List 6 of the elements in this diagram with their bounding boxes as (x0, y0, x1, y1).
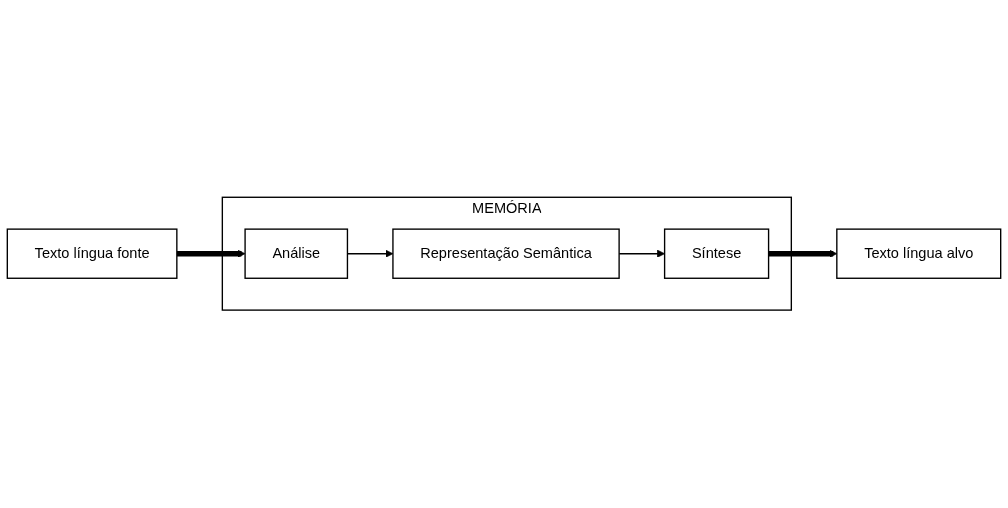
node-box: Análise (244, 228, 349, 280)
node-box: Texto língua alvo (836, 228, 1002, 280)
node-box: Texto língua fonte (6, 228, 178, 280)
node-box: Representação Semântica (392, 228, 620, 280)
node-box: Síntese (663, 228, 770, 280)
arrow (176, 250, 246, 258)
